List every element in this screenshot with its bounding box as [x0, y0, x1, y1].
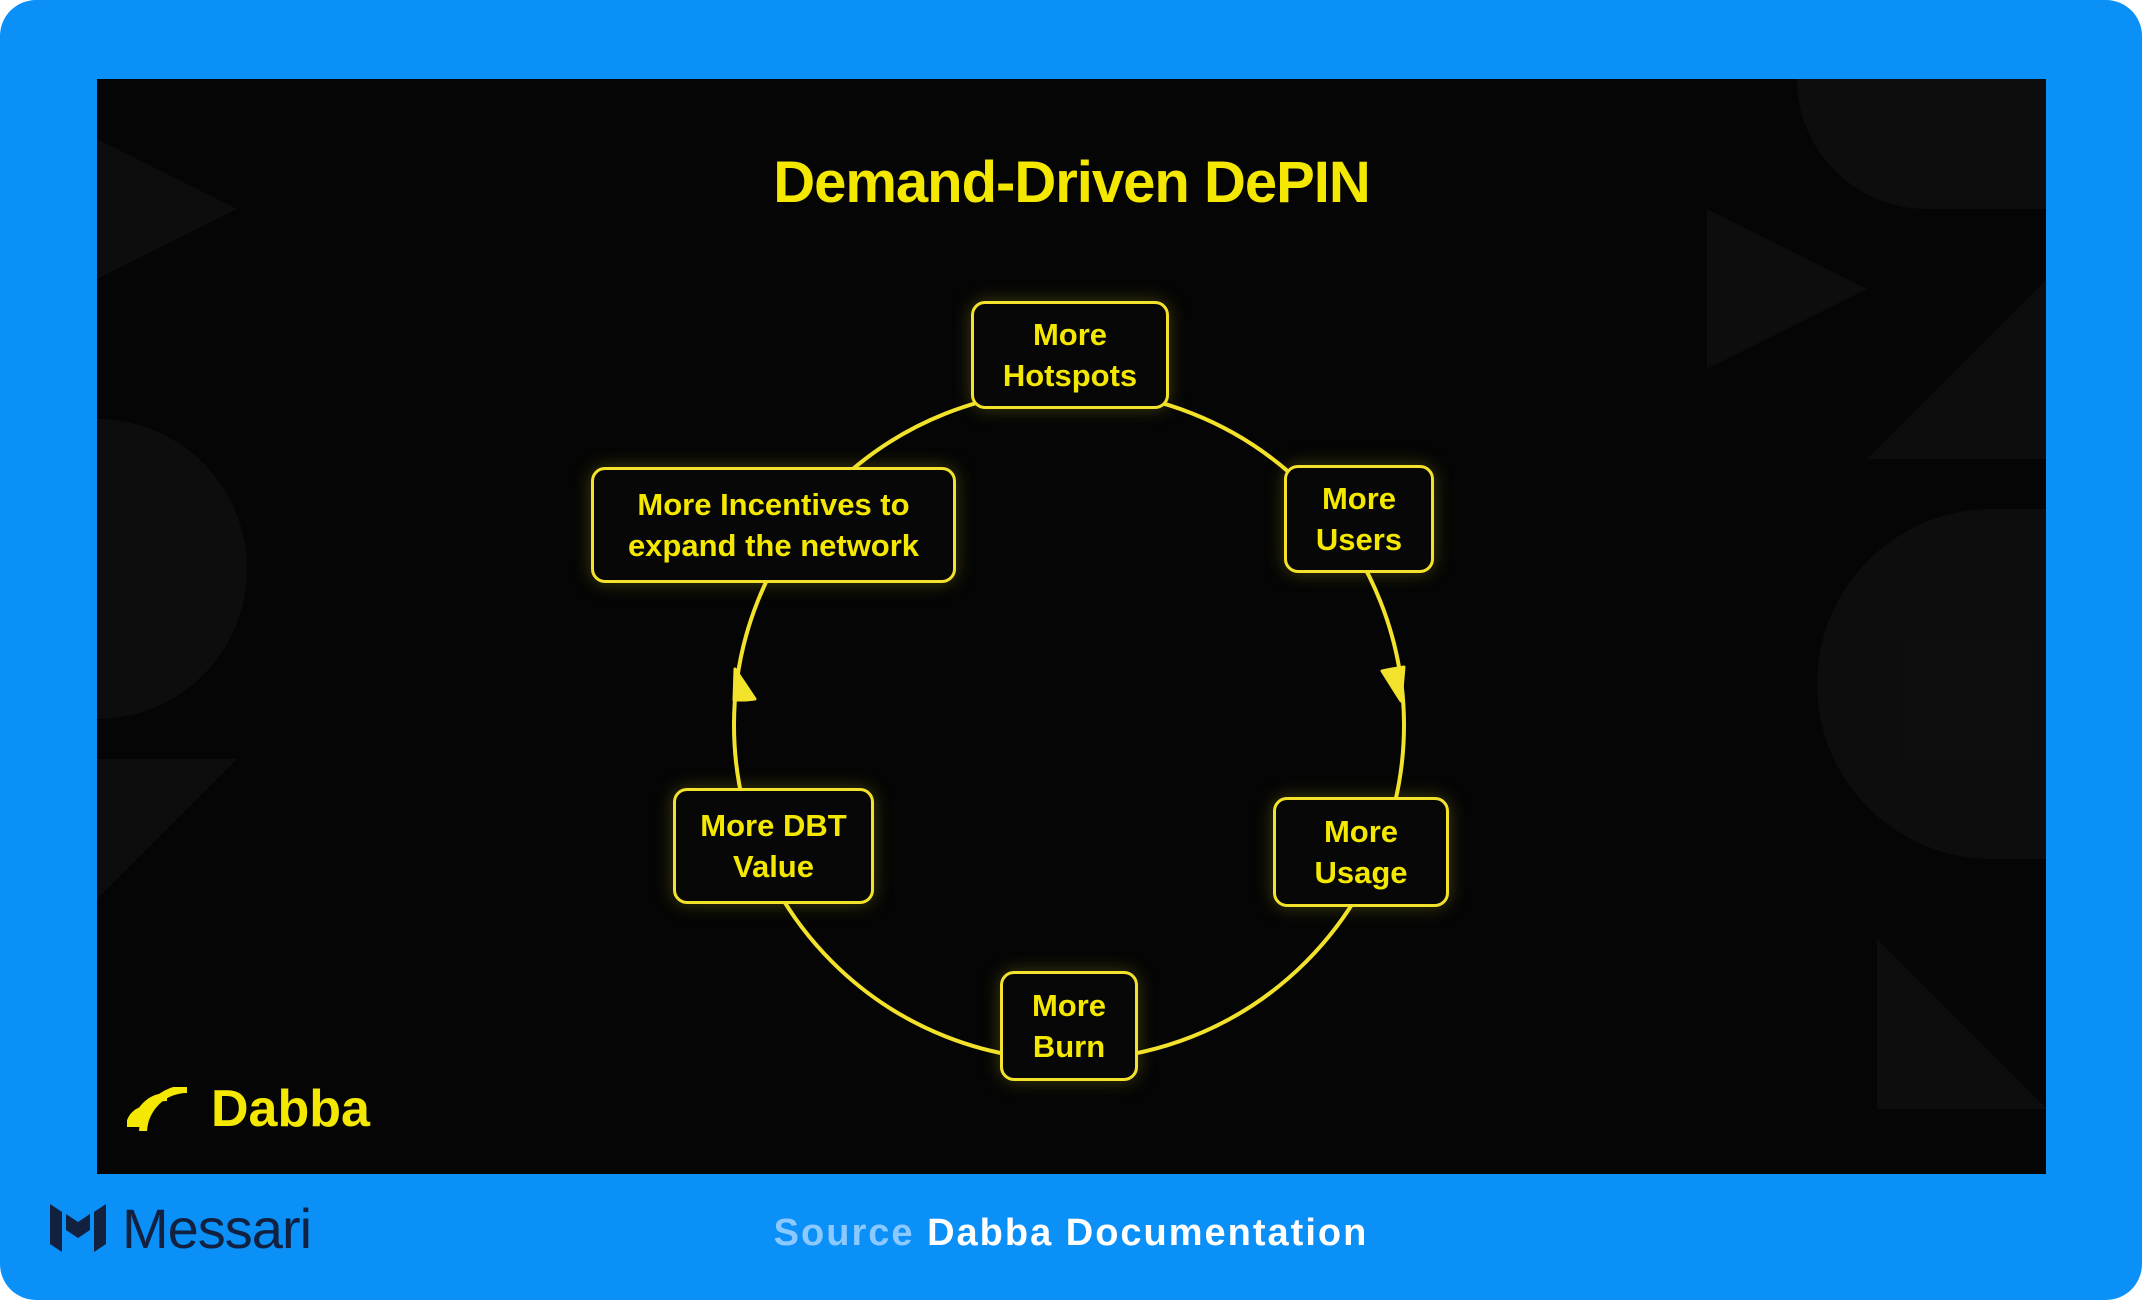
messari-logo-text: Messari — [122, 1196, 312, 1260]
node-more-users: More Users — [1284, 465, 1434, 573]
source-label: Source — [773, 1212, 915, 1254]
diagram-panel: Demand-Driven DePIN More Hotspots More U… — [97, 79, 2046, 1174]
node-more-incentives: More Incentives to expand the network — [591, 467, 956, 583]
node-more-hotspots: More Hotspots — [971, 301, 1169, 409]
node-more-burn: More Burn — [1000, 971, 1138, 1081]
arrow-up-icon — [732, 667, 757, 702]
source-credit: Source Dabba Documentation — [0, 1212, 2142, 1255]
dabba-logo-text: Dabba — [211, 1080, 370, 1138]
diagram-title: Demand-Driven DePIN — [773, 150, 1371, 215]
node-more-dbt-value: More DBT Value — [673, 788, 874, 904]
source-name: Dabba Documentation — [927, 1212, 1369, 1254]
dabba-logo: Dabba — [127, 1079, 370, 1139]
messari-mark-icon — [50, 1204, 106, 1252]
arrow-down-icon — [1380, 665, 1406, 703]
node-more-usage: More Usage — [1273, 797, 1449, 907]
messari-logo: Messari — [48, 1196, 312, 1260]
dabba-signal-icon — [127, 1087, 188, 1131]
